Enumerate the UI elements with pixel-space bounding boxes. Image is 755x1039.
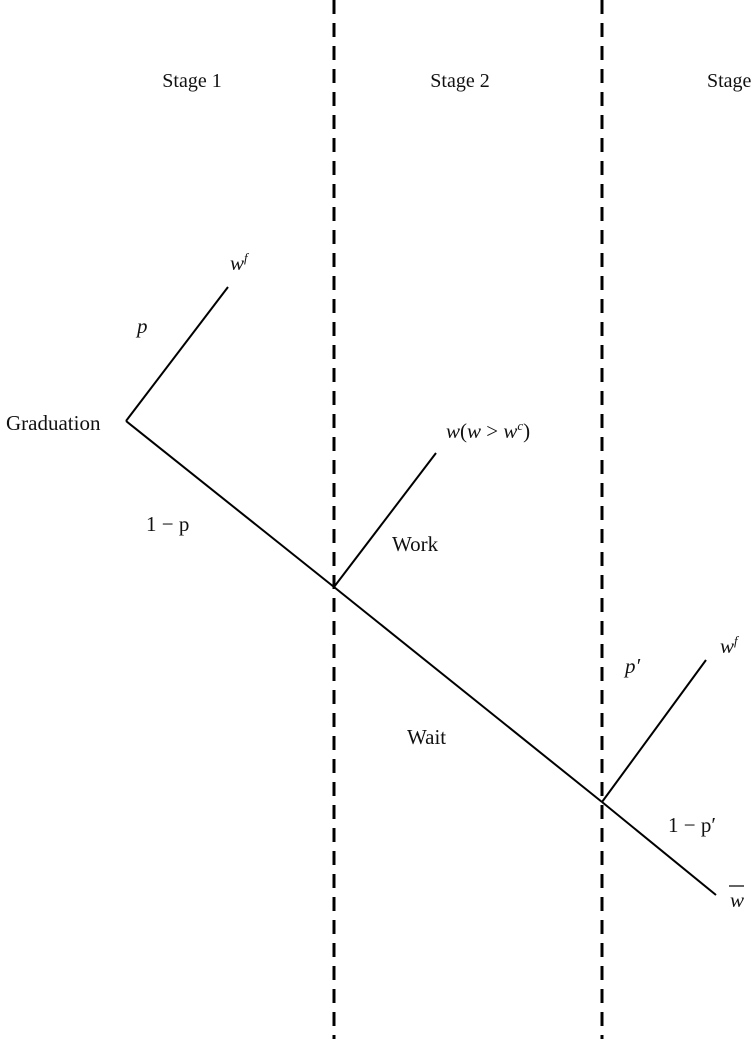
job-offer-wage-2: wf (720, 633, 740, 658)
edge-graduation-to-offer (125, 286, 229, 422)
graduation-label: Graduation (6, 411, 101, 435)
stage-label-1: Stage 1 (162, 70, 221, 92)
wait-label: Wait (407, 725, 446, 749)
work-wage-sup: c (517, 418, 523, 433)
edge-decision-to-work (333, 452, 437, 588)
fallback-wage-label: w (730, 888, 744, 912)
offer-probability-label: p (135, 314, 148, 338)
job-offer-wage-2-base: w (720, 634, 734, 658)
job-offer-wage-1: wf (230, 250, 250, 275)
work-wage-w2: w (467, 419, 481, 443)
job-offer-wage-2-sup: f (734, 633, 740, 648)
no-offer-probability-label: 1 − p (146, 512, 189, 536)
work-wage-open-paren: ( (460, 419, 467, 443)
work-wage-close-paren: ) (523, 419, 530, 443)
edge-wait-to-offer (601, 659, 707, 803)
work-wage-w3: w (503, 419, 517, 443)
edge-decision-to-wait (333, 586, 603, 803)
work-wage-gt: > (481, 419, 503, 443)
no-offer-probability-2-label: 1 − p′ (668, 813, 716, 837)
stage-label-2: Stage 2 (430, 70, 489, 92)
job-offer-wage-1-base: w (230, 251, 244, 275)
work-wage-w: w (446, 419, 460, 443)
job-offer-wage-1-sup: f (244, 250, 250, 265)
work-label: Work (392, 532, 439, 556)
stage-label-3: Stage 3 (707, 70, 755, 92)
offer-probability-2-label: p′ (623, 654, 641, 678)
edge-graduation-to-decision (125, 420, 335, 588)
work-wage-label: w(w > wc) (446, 418, 530, 443)
edge-wait-to-fallback (601, 801, 717, 896)
